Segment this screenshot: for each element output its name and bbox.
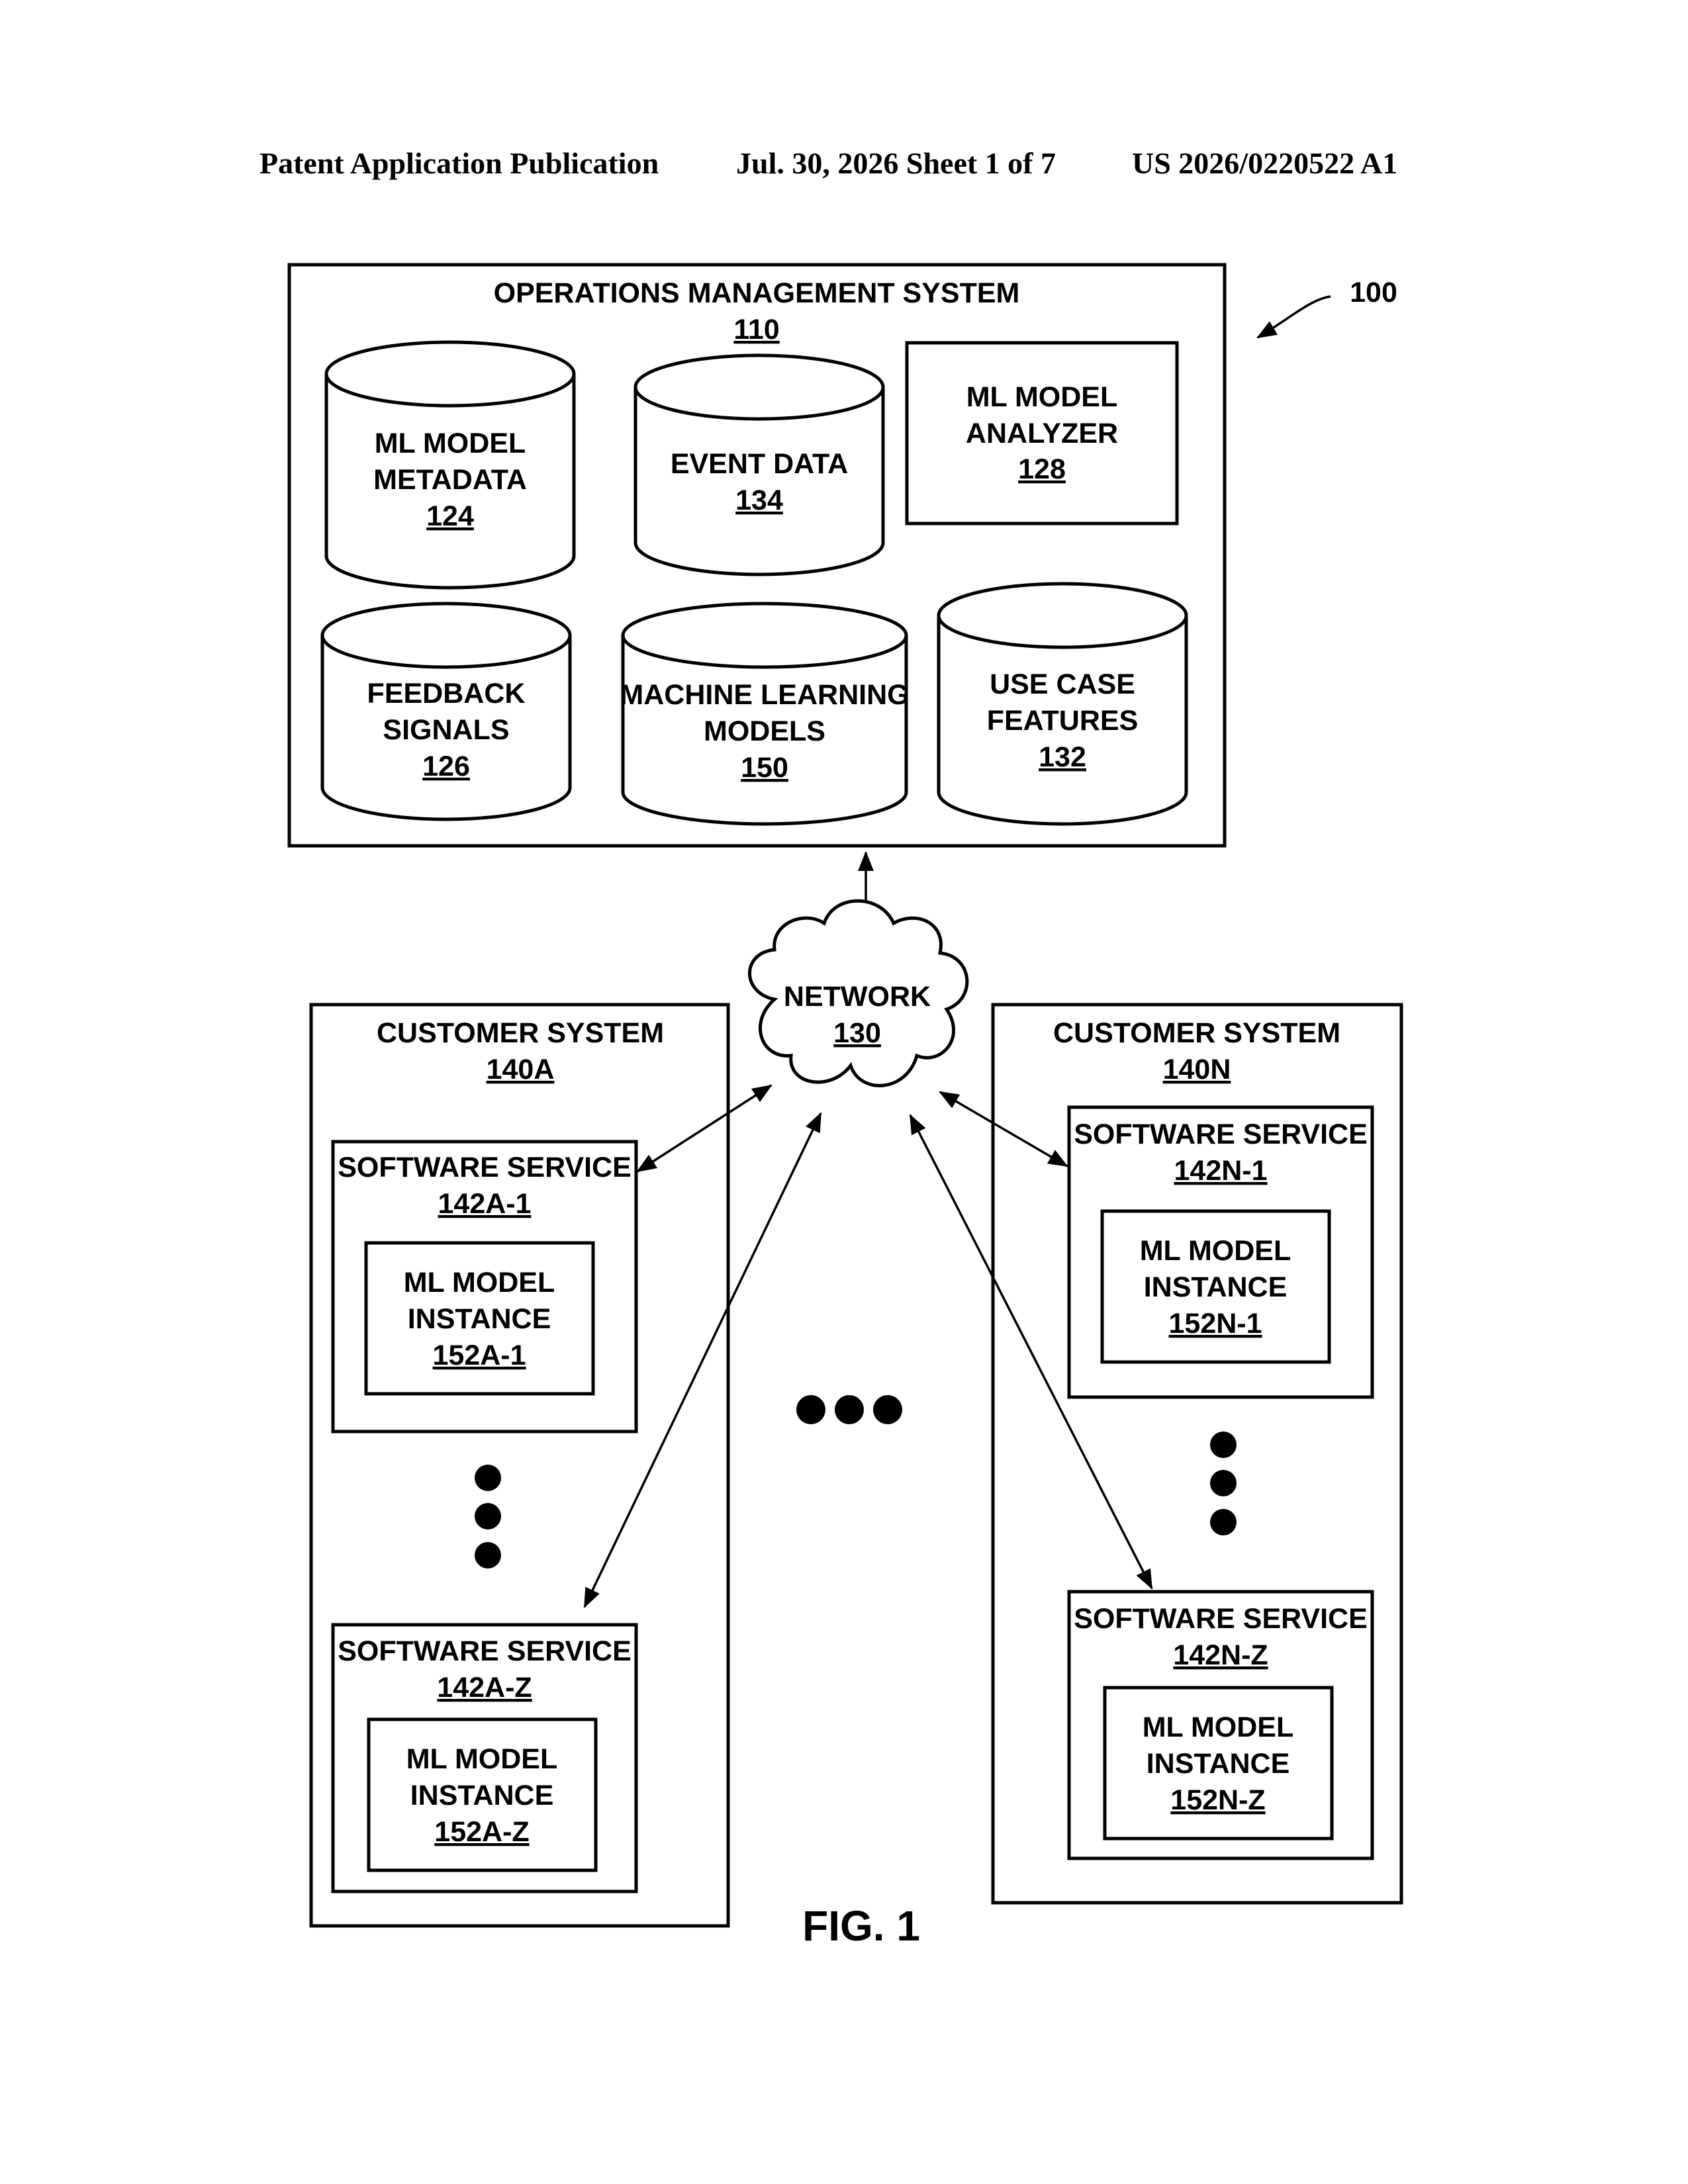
ml-instance-152n-1-line2: INSTANCE <box>1144 1271 1288 1303</box>
use-case-features-line2: FEATURES <box>987 705 1139 737</box>
ml-model-metadata-line1: ML MODEL <box>375 428 526 459</box>
event-data-database: EVENT DATA 134 <box>635 355 883 574</box>
use-case-features-ref: 132 <box>1039 741 1086 773</box>
header-number: US 2026/0220522 A1 <box>1132 146 1397 180</box>
ml-model-analyzer-ref: 128 <box>1018 453 1066 485</box>
ml-instance-152a-z-ref: 152A-Z <box>434 1816 529 1848</box>
software-service-142a-1: SOFTWARE SERVICE 142A-1 ML MODEL INSTANC… <box>333 1142 636 1432</box>
software-service-142a-1-ref: 142A-1 <box>438 1188 531 1220</box>
customer-system-n-title: CUSTOMER SYSTEM <box>1053 1017 1340 1049</box>
ml-model-metadata-line2: METADATA <box>373 464 527 496</box>
software-service-142n-1-ref: 142N-1 <box>1174 1155 1267 1187</box>
ellipsis-customer-a <box>475 1465 501 1569</box>
software-service-142a-z-title: SOFTWARE SERVICE <box>338 1635 632 1667</box>
software-service-142n-1: SOFTWARE SERVICE 142N-1 ML MODEL INSTANC… <box>1069 1107 1372 1397</box>
software-service-142a-z-ref: 142A-Z <box>437 1672 532 1704</box>
feedback-signals-line2: SIGNALS <box>383 714 509 746</box>
use-case-features-line1: USE CASE <box>990 668 1135 700</box>
machine-learning-models-line2: MODELS <box>704 715 825 747</box>
ml-instance-152a-1-line2: INSTANCE <box>408 1303 551 1335</box>
header-publication: Patent Application Publication <box>259 146 659 180</box>
software-service-142n-z-ref: 142N-Z <box>1173 1639 1268 1671</box>
ml-instance-152a-1-line1: ML MODEL <box>404 1267 555 1298</box>
ops-system-title: OPERATIONS MANAGEMENT SYSTEM <box>494 277 1020 309</box>
header-date-sheet: Jul. 30, 2026 Sheet 1 of 7 <box>736 146 1056 180</box>
ml-instance-152n-z-line1: ML MODEL <box>1143 1711 1294 1743</box>
software-service-142a-1-title: SOFTWARE SERVICE <box>338 1152 632 1183</box>
feedback-signals-line1: FEEDBACK <box>367 678 526 709</box>
ml-model-analyzer-box: ML MODEL ANALYZER 128 <box>907 343 1177 523</box>
ml-instance-152n-z-ref: 152N-Z <box>1170 1784 1265 1816</box>
ml-instance-152n-1-line1: ML MODEL <box>1140 1235 1291 1267</box>
machine-learning-models-database: MACHINE LEARNING MODELS 150 <box>620 604 909 824</box>
figure-ref-label: 100 <box>1350 277 1397 308</box>
ml-model-analyzer-line1: ML MODEL <box>966 381 1118 413</box>
feedback-signals-database: FEEDBACK SIGNALS 126 <box>322 604 570 819</box>
event-data-line1: EVENT DATA <box>671 448 848 480</box>
ml-instance-152n-1-ref: 152N-1 <box>1168 1308 1262 1340</box>
software-service-142a-z: SOFTWARE SERVICE 142A-Z ML MODEL INSTANC… <box>333 1625 636 1891</box>
customer-system-a-title: CUSTOMER SYSTEM <box>377 1017 664 1049</box>
ellipsis-between-customers <box>796 1395 902 1424</box>
ml-model-metadata-ref: 124 <box>426 500 474 532</box>
ops-system-ref: 110 <box>733 314 779 345</box>
customer-system-n-ref: 140N <box>1163 1054 1231 1085</box>
network-ref: 130 <box>833 1017 881 1049</box>
customer-system-a-ref: 140A <box>487 1054 555 1085</box>
figure-ref-arrow <box>1258 296 1331 338</box>
ml-instance-152a-1-ref: 152A-1 <box>432 1340 526 1371</box>
machine-learning-models-ref: 150 <box>741 752 788 784</box>
ml-model-analyzer-line2: ANALYZER <box>966 418 1118 449</box>
event-data-ref: 134 <box>735 484 783 516</box>
network-label: NETWORK <box>784 981 931 1013</box>
software-service-142n-z: SOFTWARE SERVICE 142N-Z ML MODEL INSTANC… <box>1069 1592 1372 1858</box>
ellipsis-customer-n <box>1210 1432 1237 1535</box>
figure-caption: FIG. 1 <box>802 1902 920 1950</box>
software-service-142n-z-title: SOFTWARE SERVICE <box>1074 1603 1368 1635</box>
use-case-features-database: USE CASE FEATURES 132 <box>939 584 1186 824</box>
machine-learning-models-line1: MACHINE LEARNING <box>620 679 909 711</box>
ml-instance-152n-z-line2: INSTANCE <box>1147 1748 1290 1780</box>
ml-model-metadata-database: ML MODEL METADATA 124 <box>326 342 574 588</box>
ml-instance-152a-z-line1: ML MODEL <box>406 1743 558 1775</box>
feedback-signals-ref: 126 <box>422 751 470 782</box>
network-cloud: NETWORK 130 <box>750 901 967 1085</box>
software-service-142n-1-title: SOFTWARE SERVICE <box>1074 1118 1368 1150</box>
ml-instance-152a-z-line2: INSTANCE <box>410 1780 554 1811</box>
